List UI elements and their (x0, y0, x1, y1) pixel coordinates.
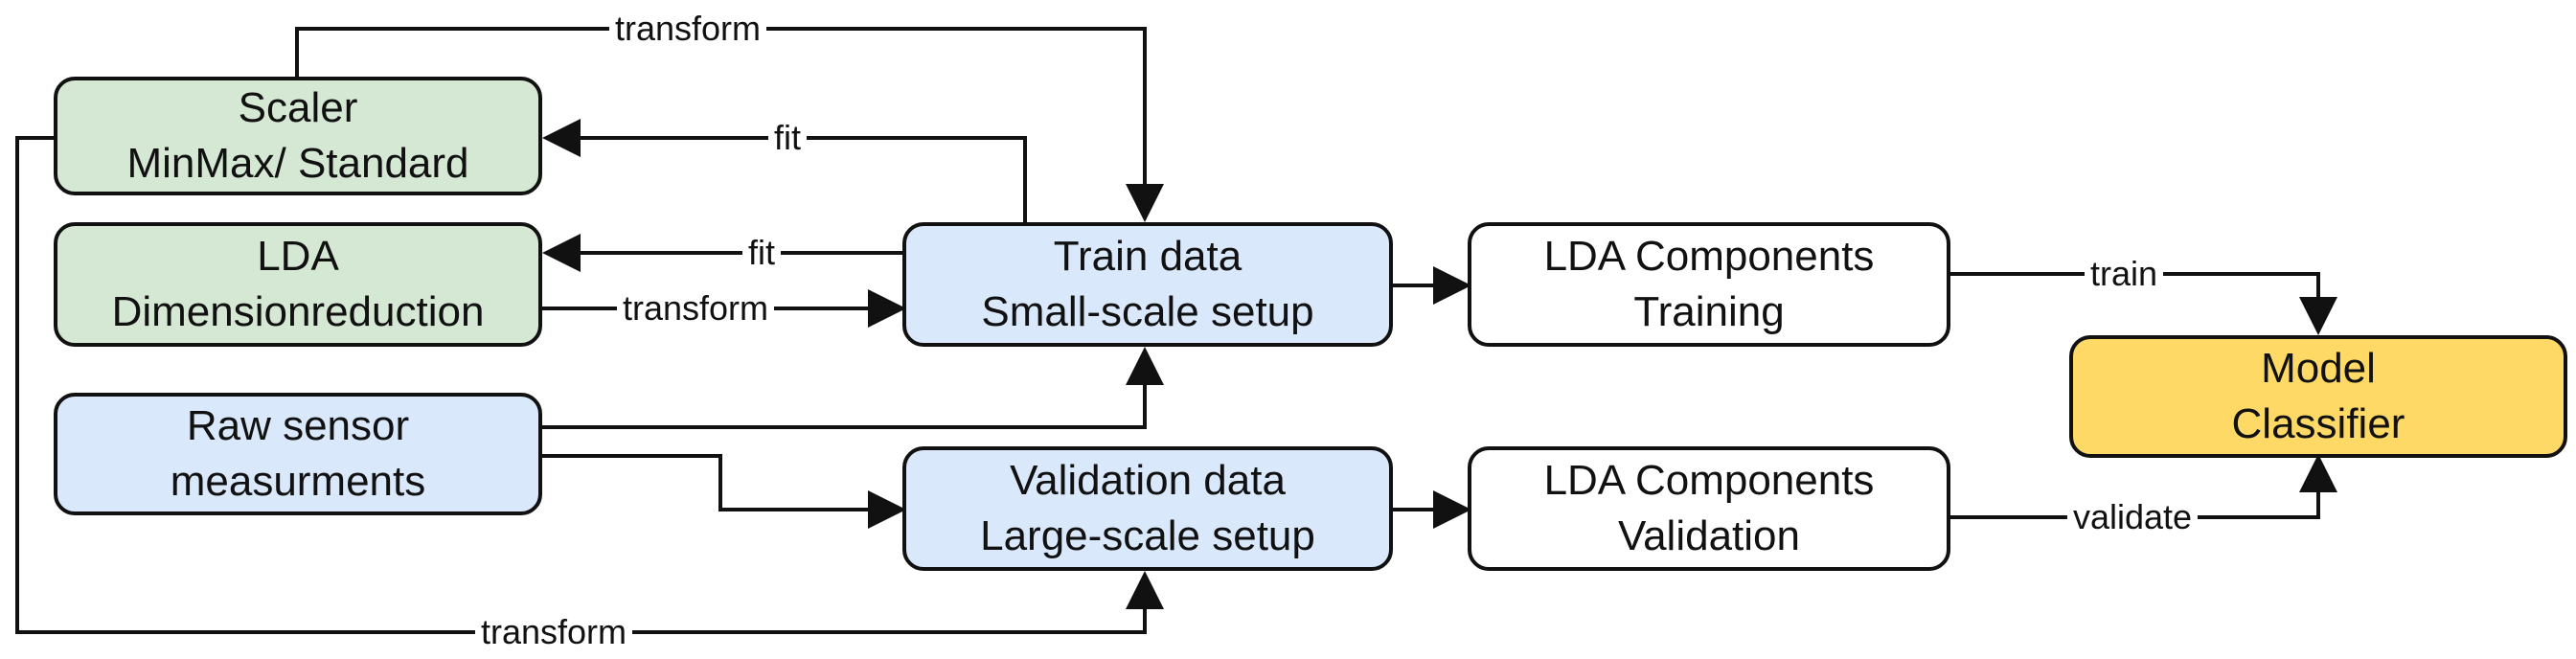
edge-label-fit-scaler: fit (767, 121, 808, 155)
edge-label-validate: validate (2066, 500, 2199, 534)
train-data-subtitle: Small-scale setup (981, 288, 1314, 335)
model-classifier-subtitle: Classifier (2231, 400, 2405, 447)
edge-train-fit-scaler (542, 119, 1027, 222)
edge-label-transform-lda: transform (616, 291, 775, 326)
edge-ldatrain-model (1950, 272, 2337, 335)
validation-data-subtitle: Large-scale setup (980, 512, 1315, 559)
train-data-title: Train data (1053, 232, 1242, 280)
scaler-subtitle: MinMax/ Standard (126, 140, 469, 187)
scaler-title: Scaler (238, 83, 358, 131)
scaler-node: Scaler MinMax/ Standard (54, 77, 542, 195)
edge-raw-train (542, 347, 1164, 429)
train-data-node: Train data Small-scale setup (902, 222, 1393, 347)
lda-title: LDA (257, 232, 339, 280)
edge-label-transform-top: transform (608, 11, 767, 46)
model-classifier-node: Model Classifier (2069, 335, 2567, 458)
edge-label-transform-bottom: transform (474, 615, 633, 649)
edge-scaler-transform-validation (15, 136, 1164, 634)
model-classifier-title: Model (2261, 344, 2376, 392)
raw-sensor-subtitle: measurments (170, 458, 426, 505)
raw-sensor-title: Raw sensor (186, 401, 410, 449)
edge-label-train: train (2084, 257, 2164, 291)
lda-components-validation-node: LDA Components Validation (1468, 446, 1950, 571)
lda-node: LDA Dimensionreduction (54, 222, 542, 347)
validation-data-title: Validation data (1010, 456, 1286, 504)
lda-components-training-subtitle: Training (1633, 288, 1785, 335)
lda-subtitle: Dimensionreduction (111, 288, 485, 335)
validation-data-node: Validation data Large-scale setup (902, 446, 1393, 571)
raw-sensor-node: Raw sensor measurments (54, 393, 542, 515)
lda-components-validation-title: LDA Components (1543, 456, 1875, 504)
lda-components-validation-subtitle: Validation (1618, 512, 1800, 559)
edge-label-fit-lda: fit (741, 236, 782, 270)
lda-components-training-title: LDA Components (1543, 232, 1875, 280)
lda-components-training-node: LDA Components Training (1468, 222, 1950, 347)
edge-raw-validation (542, 454, 906, 529)
